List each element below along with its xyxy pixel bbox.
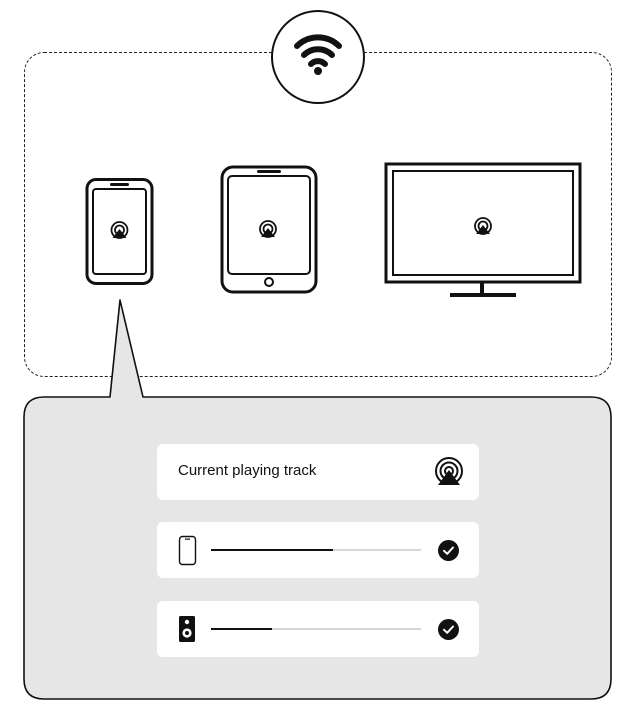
phone-check-icon[interactable] xyxy=(438,540,459,561)
smartphone-icon xyxy=(178,535,197,566)
speaker-check-icon[interactable] xyxy=(438,619,459,640)
airplay-icon xyxy=(259,220,277,238)
smartphone-device[interactable] xyxy=(85,178,155,286)
speaker-output-card[interactable] xyxy=(157,601,479,657)
speaker-volume-slider[interactable] xyxy=(211,628,421,630)
airplay-icon xyxy=(110,221,129,239)
tv-device[interactable] xyxy=(384,162,584,302)
current-track-card[interactable]: Current playing track xyxy=(157,444,479,500)
tablet-device[interactable] xyxy=(220,165,318,295)
airplay-icon[interactable] xyxy=(433,456,465,488)
speaker-icon xyxy=(179,616,195,642)
phone-volume-slider[interactable] xyxy=(211,549,421,551)
phone-volume-fill xyxy=(211,549,333,551)
wifi-badge xyxy=(271,10,365,104)
airplay-icon xyxy=(474,217,492,235)
current-track-label: Current playing track xyxy=(178,462,317,479)
phone-output-card[interactable] xyxy=(157,522,479,578)
speaker-volume-fill xyxy=(211,628,272,630)
wifi-icon xyxy=(294,34,342,75)
